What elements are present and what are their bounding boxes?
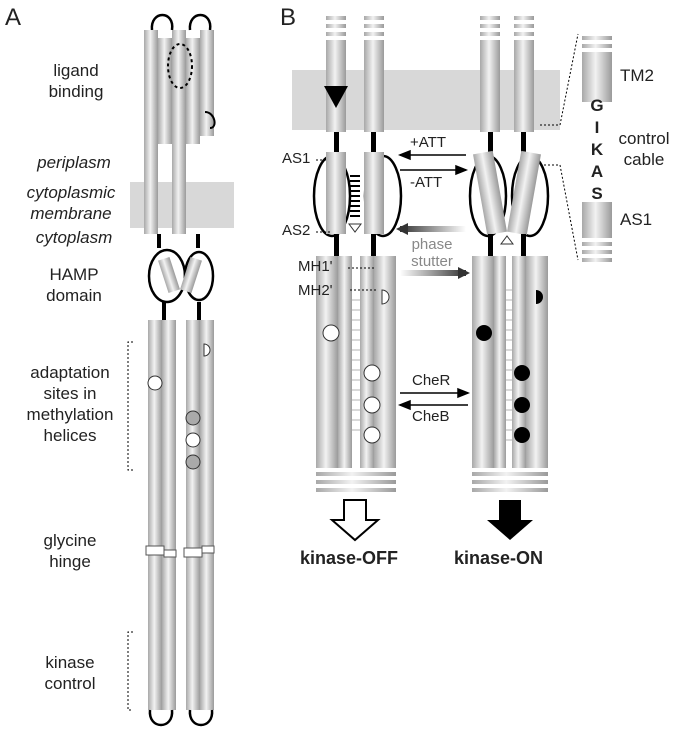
glycine-hinge-marker xyxy=(145,545,165,556)
label-as2: AS2 xyxy=(282,222,311,239)
cable-letter-s: S xyxy=(591,184,603,203)
label-mh1: MH1' xyxy=(298,258,333,275)
label-att-plus: +ATT xyxy=(410,134,446,151)
methylation-arrows xyxy=(397,387,471,411)
label-adaptation: adaptation sites in methylation helices xyxy=(26,363,114,445)
panel-b-letter: B xyxy=(280,4,297,31)
label-as1: AS1 xyxy=(282,150,311,167)
label-control-cable: control cable xyxy=(618,129,670,169)
ligand-binding-site xyxy=(167,43,193,89)
label-hamp: HAMP domain xyxy=(46,265,102,305)
receptor-off xyxy=(312,16,403,542)
label-ligand-binding: ligand binding xyxy=(48,61,104,101)
label-cher: CheR xyxy=(412,372,451,389)
label-periplasm: periplasm xyxy=(37,153,111,172)
label-membrane: cytoplasmic membrane xyxy=(26,183,116,223)
panel-a-letter: A xyxy=(5,4,22,31)
label-kinase-control: kinase control xyxy=(44,653,96,693)
label-kinase-on: kinase-ON xyxy=(454,548,544,568)
label-att-minus: -ATT xyxy=(410,174,443,191)
cable-letter-a: A xyxy=(590,162,604,181)
label-cheb: CheB xyxy=(412,408,450,425)
label-cytoplasm: cytoplasm xyxy=(35,228,113,247)
hamp-domain-a xyxy=(147,248,215,304)
legend-tm2-label: TM2 xyxy=(620,66,654,85)
receptor-on xyxy=(468,16,550,540)
panel-a-receptor xyxy=(127,13,234,727)
panel-b-diagram xyxy=(292,16,612,542)
label-kinase-off: kinase-OFF xyxy=(300,548,399,568)
label-phase-stutter: phase stutter xyxy=(411,236,453,270)
cable-letter-g: G xyxy=(590,96,604,115)
label-glycine-hinge: glycine hinge xyxy=(43,531,97,571)
cable-letter-i: I xyxy=(594,118,600,137)
cable-letter-k: K xyxy=(590,140,604,159)
legend-as1-label: AS1 xyxy=(620,210,653,229)
label-mh2: MH2' xyxy=(298,282,333,299)
att-arrows xyxy=(397,149,469,176)
legend-helices xyxy=(582,36,612,262)
